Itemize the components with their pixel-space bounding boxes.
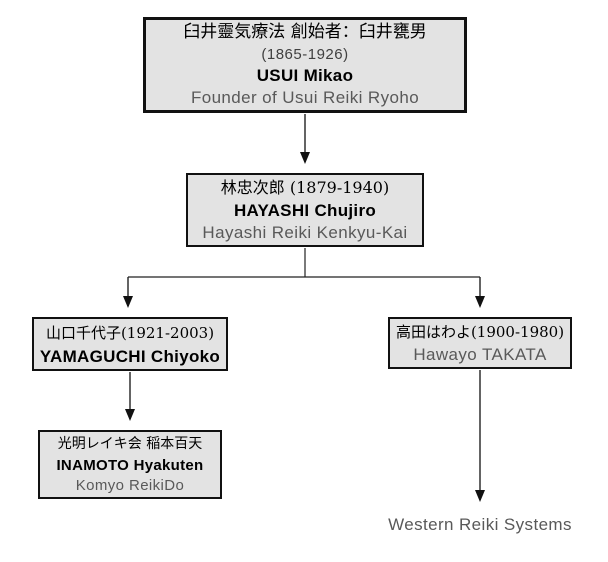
node-hayashi-chujiro: 林忠次郎 (1879-1940) HAYASHI Chujiro Hayashi…	[186, 173, 424, 247]
usui-japanese-title: 臼井靈気療法 創始者：臼井甕男	[183, 22, 427, 42]
inamoto-name: INAMOTO Hyakuten	[56, 456, 204, 474]
usui-dates: (1865-1926)	[261, 46, 349, 63]
hayashi-japanese-title: 林忠次郎 (1879-1940)	[220, 178, 390, 197]
inamoto-japanese-title: 光明レイキ会 稲本百天	[57, 435, 203, 452]
yamaguchi-japanese-title: 山口千代子(1921-2003)	[45, 323, 215, 342]
node-yamaguchi-chiyoko: 山口千代子(1921-2003) YAMAGUCHI Chiyoko	[32, 317, 228, 371]
node-hawayo-takata: 高田はわよ(1900-1980) Hawayo TAKATA	[388, 317, 572, 369]
inamoto-subtitle: Komyo ReikiDo	[75, 476, 185, 494]
western-reiki-systems-label: Western Reiki Systems	[388, 515, 572, 534]
usui-name: USUI Mikao	[256, 66, 354, 85]
node-usui-mikao: 臼井靈気療法 創始者：臼井甕男 (1865-1926) USUI Mikao F…	[143, 17, 467, 113]
hayashi-subtitle: Hayashi Reiki Kenkyu-Kai	[202, 223, 408, 242]
yamaguchi-name: YAMAGUCHI Chiyoko	[39, 346, 221, 366]
node-inamoto-hyakuten: 光明レイキ会 稲本百天 INAMOTO Hyakuten Komyo Reiki…	[38, 430, 222, 499]
hayashi-name: HAYASHI Chujiro	[233, 201, 377, 220]
takata-name: Hawayo TAKATA	[413, 344, 547, 364]
takata-japanese-title: 高田はわよ(1900-1980)	[395, 322, 565, 341]
usui-subtitle: Founder of Usui Reiki Ryoho	[190, 88, 420, 107]
